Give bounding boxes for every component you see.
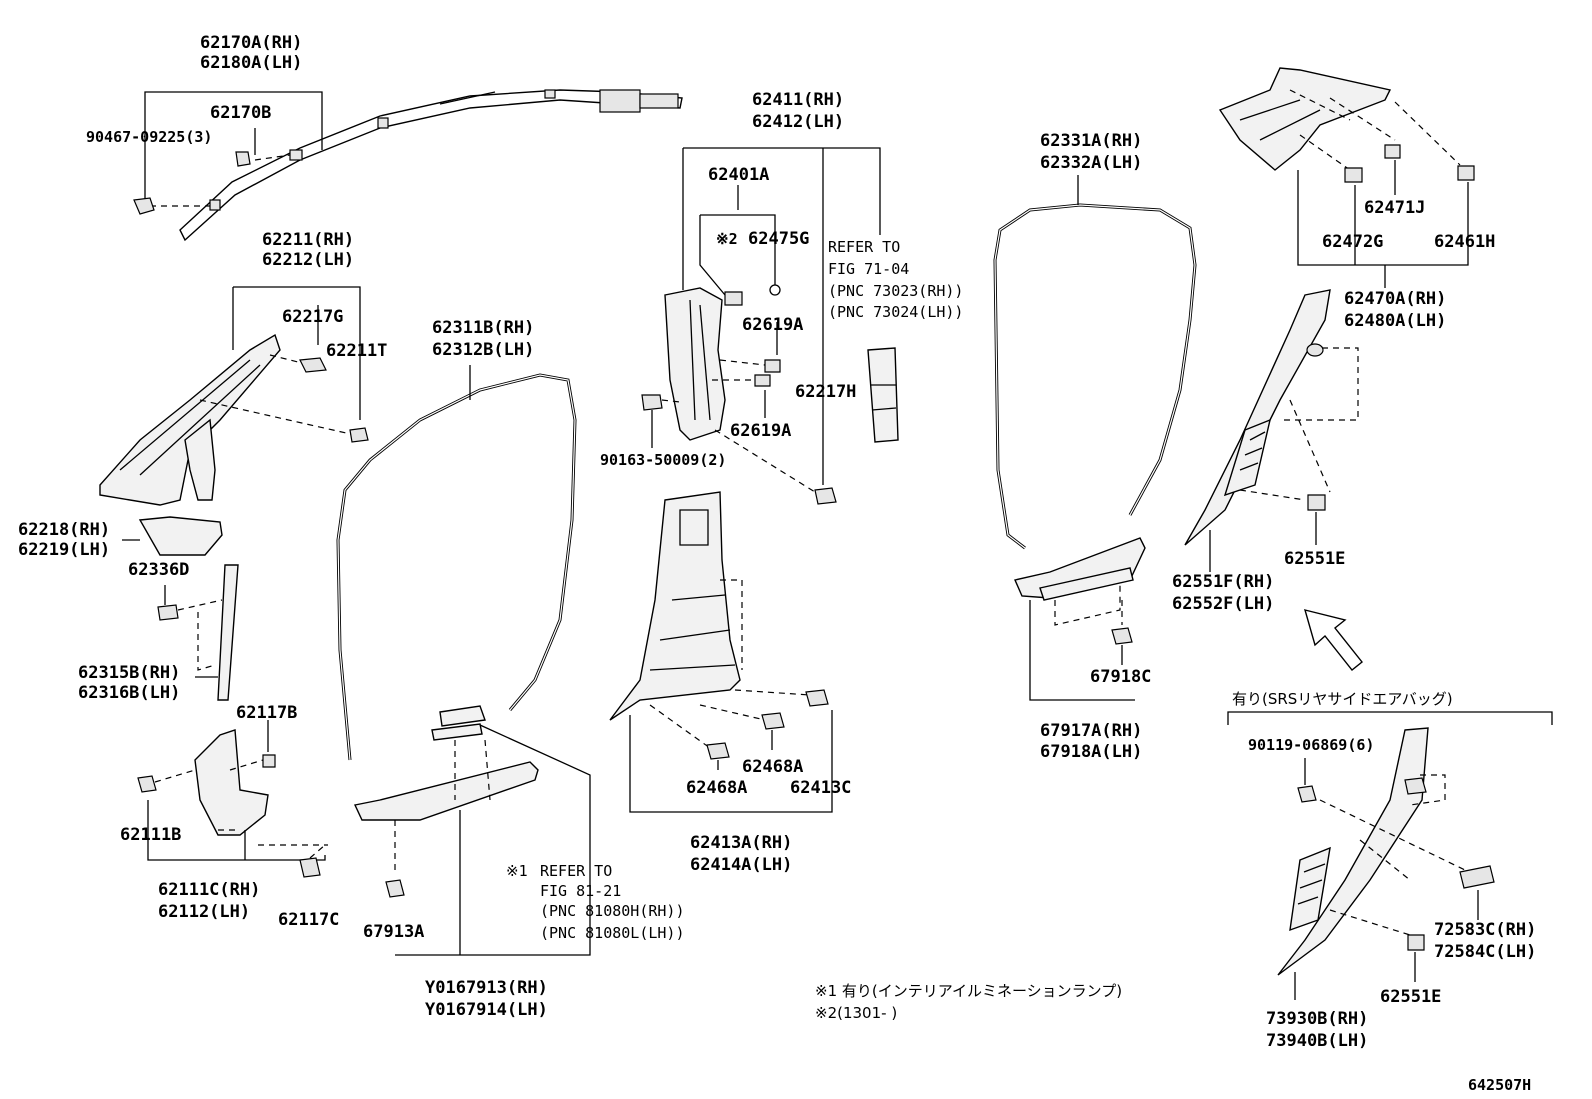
label-90163: 90163-50009(2) — [600, 451, 726, 469]
label-62468a-left: 62468A — [686, 778, 747, 798]
label-62217g: 62217G — [282, 307, 343, 327]
cowl-side-trim-drawing — [137, 720, 328, 878]
label-62413c: 62413C — [790, 778, 851, 798]
label-62211: 62211(RH) — [262, 230, 354, 250]
label-62211t: 62211T — [326, 341, 387, 361]
label-62111b: 62111B — [120, 825, 181, 845]
bolt-90467-drawing — [133, 151, 251, 215]
ref-81-line3: (PNC 81080H(RH)) — [540, 902, 685, 920]
rear-door-weatherstrip-drawing — [993, 175, 1197, 550]
label-62331a: 62331A(RH) — [1040, 131, 1142, 151]
label-62471j: 62471J — [1364, 198, 1425, 218]
label-62551e-lower: 62551E — [1380, 987, 1441, 1007]
curtain-airbag-leaders — [144, 91, 323, 210]
label-62480a: 62480A(LH) — [1344, 311, 1446, 331]
label-62180a: 62180A(LH) — [200, 53, 302, 73]
srs-variant-note: 有り(SRSリヤサイドエアバッグ) — [1232, 690, 1453, 708]
footnote-1: ※1 有り(インテリアイルミネーションランプ) — [815, 982, 1122, 1000]
front-pillar-garnish-drawing — [99, 286, 369, 506]
label-72583c: 72583C(RH) — [1434, 920, 1536, 940]
ref-71-line4: (PNC 73024(LH)) — [828, 303, 963, 321]
label-62117b: 62117B — [236, 703, 297, 723]
label-67913a: 67913A — [363, 922, 424, 942]
mark-2: ※2 — [716, 230, 738, 248]
rear-pillar-lower-drawing — [1184, 289, 1359, 572]
label-62401a: 62401A — [708, 165, 769, 185]
label-62551f: 62551F(RH) — [1172, 572, 1274, 592]
label-62117c: 62117C — [278, 910, 339, 930]
seatbelt-anchor-drawing — [867, 347, 899, 443]
label-62461h: 62461H — [1434, 232, 1495, 252]
label-62112: 62112(LH) — [158, 902, 250, 922]
label-62472g: 62472G — [1322, 232, 1383, 252]
srs-variant-bracket — [1227, 711, 1553, 725]
label-y0167913: Y0167913(RH) — [425, 978, 548, 998]
label-62619a-upper: 62619A — [742, 315, 803, 335]
label-67918c: 67918C — [1090, 667, 1151, 687]
ref-81-line2: FIG 81-21 — [540, 882, 621, 900]
label-90467: 90467-09225(3) — [86, 128, 212, 146]
rear-pillar-upper-drawing — [1218, 67, 1475, 288]
label-62332a: 62332A(LH) — [1040, 153, 1142, 173]
label-67917a: 67917A(RH) — [1040, 721, 1142, 741]
label-62316b: 62316B(LH) — [78, 683, 180, 703]
label-62336d: 62336D — [128, 560, 189, 580]
center-pillar-lower-drawing — [609, 491, 833, 813]
ref-71-line2: FIG 71-04 — [828, 260, 909, 278]
label-62475g: 62475G — [748, 229, 809, 249]
view-arrow — [1303, 609, 1363, 671]
srs-rear-pillar-drawing — [1277, 727, 1495, 1000]
label-62412: 62412(LH) — [752, 112, 844, 132]
label-73940b: 73940B(LH) — [1266, 1031, 1368, 1051]
label-62218: 62218(RH) — [18, 520, 110, 540]
label-62170b: 62170B — [210, 103, 271, 123]
label-62311b: 62311B(RH) — [432, 318, 534, 338]
rear-scuff-plate-drawing — [1014, 537, 1146, 701]
label-67918a: 67918A(LH) — [1040, 742, 1142, 762]
label-62170a: 62170A(RH) — [200, 33, 302, 53]
label-62111c: 62111C(RH) — [158, 880, 260, 900]
label-72584c: 72584C(LH) — [1434, 942, 1536, 962]
curtain-airbag-drawing — [179, 89, 683, 242]
cowl-side-seal-drawing — [157, 564, 239, 701]
label-62552f: 62552F(LH) — [1172, 594, 1274, 614]
label-73930b: 73930B(RH) — [1266, 1009, 1368, 1029]
label-62212: 62212(LH) — [262, 250, 354, 270]
ref-71-line3: (PNC 73023(RH)) — [828, 282, 963, 300]
ref-81-mark: ※1 — [506, 862, 528, 880]
label-62413a: 62413A(RH) — [690, 833, 792, 853]
pillar-cover-62218-drawing — [122, 516, 223, 556]
label-62219: 62219(LH) — [18, 540, 110, 560]
front-door-weatherstrip-drawing — [336, 365, 577, 761]
label-62411: 62411(RH) — [752, 90, 844, 110]
label-62468a-right: 62468A — [742, 757, 803, 777]
footnote-2: ※2(1301- ) — [815, 1004, 897, 1022]
ref-71-line1: REFER TO — [828, 238, 900, 256]
label-62315b: 62315B(RH) — [78, 663, 180, 683]
label-62414a: 62414A(LH) — [690, 855, 792, 875]
ref-81-line1: REFER TO — [540, 862, 612, 880]
figure-number: 642507H — [1468, 1076, 1531, 1094]
label-y0167914: Y0167914(LH) — [425, 1000, 548, 1020]
label-90119: 90119-06869(6) — [1248, 736, 1374, 754]
label-62217h: 62217H — [795, 382, 856, 402]
center-pillar-upper-drawing — [641, 147, 881, 505]
label-62619a-lower: 62619A — [730, 421, 791, 441]
label-62312b: 62312B(LH) — [432, 340, 534, 360]
front-scuff-plate-drawing — [353, 705, 591, 956]
ref-81-line4: (PNC 81080L(LH)) — [540, 924, 685, 942]
label-62470a: 62470A(RH) — [1344, 289, 1446, 309]
label-62551e-upper: 62551E — [1284, 549, 1345, 569]
